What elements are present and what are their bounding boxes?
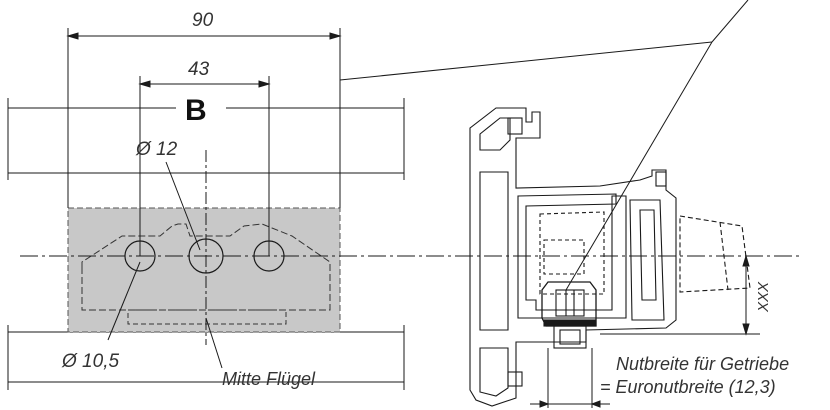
section-view [469,107,751,407]
view-letter: B [185,94,207,127]
leader-hole-large [165,161,201,251]
sash-chamber-b [543,239,585,275]
leader-hole-small [107,261,141,341]
sash-section [517,193,627,319]
glazing-bead [629,199,665,321]
profile-outer [469,107,677,407]
groove-bar [543,319,597,327]
mounting-plate [67,207,341,333]
dim-43-arrow-right [258,80,271,88]
view-link-diagonal [711,0,749,43]
front-view [7,28,800,390]
view-leaders [339,0,749,291]
gear-bottom-tab [127,309,287,325]
hole-small-label: Ø 10,5 [61,351,119,372]
dim-90-arrow-right [329,32,342,40]
gear-outline-dashed [81,223,331,311]
dim-xxx [600,254,760,336]
dim-groove [530,348,610,408]
dim-43-label: 43 [188,59,210,80]
dim-xxx-arrow-bottom [742,323,750,336]
dim-xxx-label: XXX [755,281,772,313]
handle-stub [679,215,751,293]
gear-pin-inner [559,329,581,345]
dim-xxx-arrow-top [742,254,750,267]
view-link-upper [339,41,713,81]
hole-large-label: Ø 12 [135,139,178,160]
gear-pin [553,325,587,349]
view-link-lower [565,41,713,291]
leader-center-sash [205,317,223,369]
profile-hook-top [507,117,523,135]
handle-stub-line [719,221,729,291]
dim-90-label: 90 [192,10,214,31]
profile-inner-top [479,117,511,151]
glazing-bead-inner [639,209,657,301]
groove-note-line1: Nutbreite für Getriebe [616,354,789,374]
profile-inner-bottom [479,347,509,397]
gear-core [555,289,585,317]
profile-hook-right [655,171,667,187]
view-letter-backdrop [176,94,226,122]
gear-body [541,281,597,327]
center-sash-label: Mitte Flügel [222,369,316,389]
profile-hook-bottom [507,371,523,387]
sash-chamber-a [539,211,605,295]
dim-90-arrow-left [66,32,79,40]
profile-inner-left [479,171,509,331]
dim-groove-arrow-right [590,400,601,408]
groove-note-line2: = Euronutbreite (12,3) [600,377,776,397]
dim-groove-arrow-left [539,400,550,408]
dim-43-arrow-left [138,80,151,88]
